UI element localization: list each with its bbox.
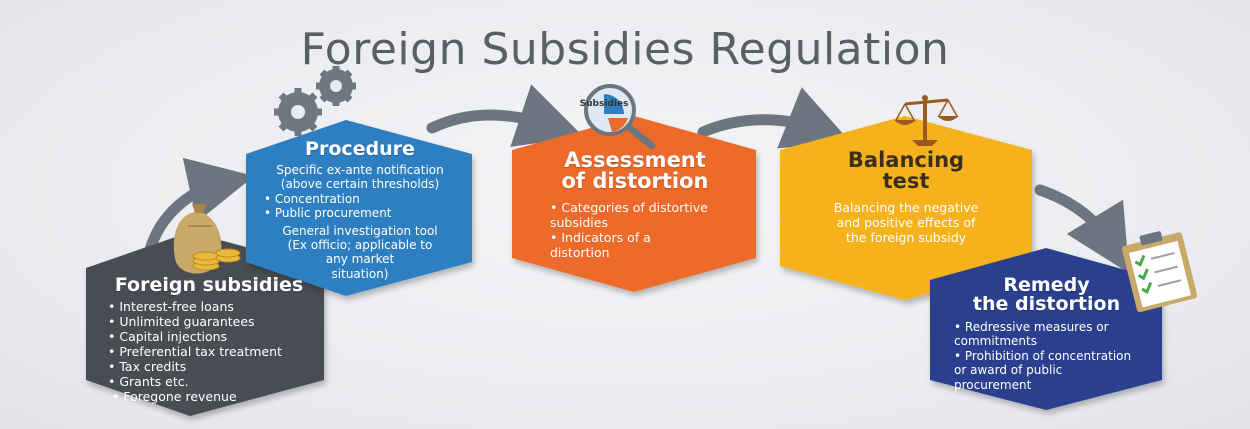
balancing-title: Balancing test — [800, 150, 1012, 192]
list-item: Redressive measures or commitments — [954, 320, 1134, 349]
list-item: Categories of distortive subsidies — [550, 200, 710, 230]
assessment-list: Categories of distortive subsidies Indic… — [530, 200, 710, 260]
arrow-procedure-to-assessment — [426, 84, 584, 147]
remedy-content: Remedy the distortion Redressive measure… — [944, 276, 1149, 392]
list-item: Preferential tax treatment — [108, 344, 314, 359]
remedy-title: Remedy the distortion — [944, 276, 1149, 314]
balancing-body-line: the foreign subsidy — [845, 230, 967, 245]
procedure-tool-line: situation) — [331, 266, 389, 281]
list-item: Prohibition of concentration or award of… — [954, 349, 1134, 392]
balancing-body-line: Balancing the negative — [833, 200, 979, 215]
list-item: Capital injections — [108, 329, 314, 344]
procedure-title: Procedure — [305, 138, 415, 160]
procedure-tool-line: (Ex officio; applicable to — [287, 237, 433, 252]
assessment-content: Assessment of distortion Categories of d… — [530, 150, 740, 261]
scale-icon — [894, 95, 959, 146]
list-item: Unlimited guarantees — [108, 314, 314, 329]
foreign-subsidies-list: Interest-free loans Unlimited guarantees… — [104, 299, 314, 404]
list-item: Interest-free loans — [108, 299, 314, 314]
arrow-balancing-to-remedy — [1034, 184, 1130, 274]
hex-balancing — [780, 116, 1032, 300]
arrow-subsidies-to-procedure — [144, 157, 255, 256]
remedy-title-line: the distortion — [972, 293, 1121, 315]
foreign-subsidies-title: Foreign subsidies — [114, 274, 304, 296]
page-title: Foreign Subsidies Regulation — [300, 24, 950, 75]
remedy-title-line: Remedy — [1003, 274, 1090, 296]
assessment-title: Assessment of distortion — [530, 150, 740, 192]
procedure-tool: General investigation tool (Ex officio; … — [250, 224, 470, 282]
assessment-title-line: Assessment — [564, 148, 706, 172]
list-item: Foregone revenue — [108, 389, 314, 404]
list-item: Concentration — [264, 192, 470, 206]
procedure-intro-line: (above certain thresholds) — [280, 177, 440, 192]
balancing-body: Balancing the negative and positive effe… — [800, 200, 1012, 245]
procedure-tool-line: any market — [325, 252, 395, 267]
balancing-content: Balancing test Balancing the negative an… — [800, 150, 1012, 246]
list-item: Indicators of a distortion — [550, 230, 710, 260]
gears-icon — [274, 66, 356, 136]
subsidies-icon-label: Subsidies — [580, 99, 629, 109]
procedure-intro: Specific ex-ante notification (above cer… — [250, 163, 470, 192]
procedure-list: Concentration Public procurement — [250, 192, 470, 221]
coins-icon — [192, 248, 241, 271]
balancing-title-line: test — [882, 169, 930, 193]
list-item: Grants etc. — [108, 374, 314, 389]
arrow-assessment-to-balancing — [697, 87, 851, 149]
remedy-list: Redressive measures or commitments Prohi… — [944, 320, 1134, 392]
magnifier-chart-icon — [584, 84, 656, 150]
clipboard-checklist-icon — [1121, 231, 1198, 313]
foreign-subsidies-content: Foreign subsidies Interest-free loans Un… — [104, 274, 314, 405]
balancing-body-line: and positive effects of — [836, 215, 976, 230]
procedure-content: Procedure Specific ex-ante notification … — [250, 140, 470, 281]
balancing-title-line: Balancing — [847, 148, 965, 172]
assessment-title-line: of distortion — [561, 169, 709, 193]
procedure-tool-line: General investigation tool — [282, 223, 438, 238]
list-item: Tax credits — [108, 359, 314, 374]
procedure-intro-line: Specific ex-ante notification — [276, 163, 444, 177]
list-item: Public procurement — [264, 206, 470, 220]
